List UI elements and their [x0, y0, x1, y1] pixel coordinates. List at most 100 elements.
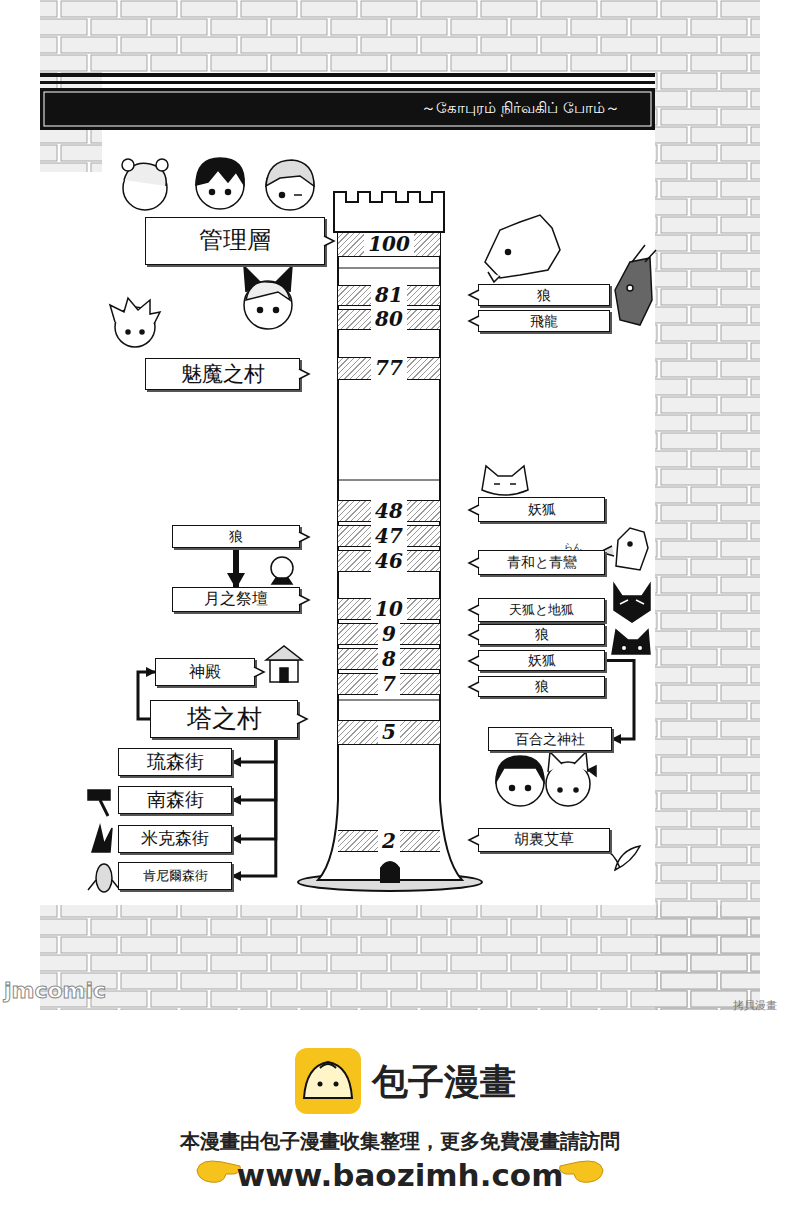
label-bubble: 魅魔之村 [145, 358, 300, 390]
page-label: 本漫畫由包子漫畫收集整理，更多免費漫畫請訪問 [0, 1128, 800, 1155]
bubble-tail [324, 235, 335, 247]
bubble-tail-shape [469, 558, 479, 568]
label-bubble: 青和と青鸞 [478, 550, 605, 575]
label-bubble: 月之祭壇 [172, 587, 300, 612]
bubble-tail [468, 655, 479, 667]
page-label: www.baozimh.com [0, 1157, 800, 1193]
floor-number: 81 [371, 284, 407, 307]
page-label: jmcomic [4, 978, 106, 1003]
label-bubble: 管理層 [145, 217, 325, 265]
label-bubble: 狼 [478, 624, 605, 645]
bubble-text: 南森街 [147, 789, 204, 811]
connector-arrow [232, 738, 276, 800]
bubble-tail-shape [299, 595, 309, 605]
bubble-text: 肯尼爾森街 [143, 869, 208, 884]
bubble-text: 百合之神社 [515, 731, 585, 747]
bubble-text: 胡裏艾草 [514, 831, 574, 848]
label-bubble: 天狐と地狐 [478, 598, 605, 622]
bubble-tail-shape [469, 605, 479, 615]
bubble-tail-shape [469, 316, 479, 326]
connector-arrow [233, 548, 239, 587]
bubble-text: 琉森街 [147, 751, 204, 773]
bubble-tail-shape [469, 290, 479, 300]
label-bubble: 百合之神社 [488, 727, 612, 751]
bubble-text: 狼 [537, 287, 551, 303]
bubble-tail-shape [254, 667, 264, 677]
bubble-tail [468, 834, 479, 846]
bubble-text: 神殿 [189, 663, 221, 681]
bubble-tail-shape [469, 656, 479, 666]
label-bubble: 妖狐 [478, 497, 605, 522]
floor-band: 5 [338, 720, 440, 745]
bubble-text: 管理層 [199, 227, 271, 255]
page-label: 拷貝漫畫 [733, 998, 777, 1013]
label-bubble: 米克森街 [118, 825, 232, 853]
label-bubble: 飛龍 [478, 310, 610, 332]
bubble-tail-shape [299, 369, 309, 379]
floor-number: 8 [378, 648, 400, 671]
floor-number: 9 [378, 623, 400, 646]
bubble-tail-shape [299, 532, 309, 542]
floor-band: 77 [338, 357, 440, 380]
label-bubble: 琉森街 [118, 748, 232, 776]
bubble-text: 塔之村 [187, 705, 262, 734]
bubble-tail [297, 713, 308, 725]
bubble-tail [299, 368, 310, 380]
bubble-tail-shape [469, 505, 479, 515]
bubble-tail [468, 681, 479, 693]
floor-band: 10 [338, 598, 440, 620]
floor-band: 46 [338, 550, 440, 572]
floor-band: 8 [338, 648, 440, 670]
bubble-text: 妖狐 [528, 652, 556, 668]
connector-arrow [232, 738, 276, 762]
label-bubble: 狼 [172, 525, 300, 548]
floor-number: 10 [371, 598, 407, 621]
connector-arrow [232, 738, 276, 839]
bubble-tail [468, 557, 479, 569]
floor-number: 100 [364, 233, 414, 256]
bubble-tail [299, 531, 310, 543]
floor-band: 7 [338, 673, 440, 695]
brick-wall [40, 0, 760, 1010]
bubble-tail [299, 594, 310, 606]
floor-number: 7 [378, 673, 400, 696]
ruby-text: らん [564, 541, 582, 554]
bubble-tail-shape [469, 835, 479, 845]
floor-number: 5 [378, 721, 400, 744]
bubble-text: 米克森街 [141, 829, 209, 849]
floor-band: 100 [338, 232, 440, 257]
bubble-tail [468, 604, 479, 616]
bubble-tail [468, 289, 479, 301]
bubble-tail [254, 666, 265, 678]
label-bubble: 南森街 [118, 786, 232, 814]
tower [298, 192, 482, 891]
label-bubble: 妖狐 [478, 650, 605, 671]
label-bubble: 神殿 [155, 658, 255, 686]
bubble-text: 魅魔之村 [181, 362, 265, 386]
bubble-text: 妖狐 [528, 501, 556, 517]
floor-number: 47 [371, 525, 407, 548]
floor-band: 81 [338, 285, 440, 306]
label-bubble: 肯尼爾森街 [118, 862, 232, 890]
banner-title: ～கோபுரம் நிர்வகிப் போம்～ [421, 99, 620, 119]
bubble-text: 月之祭壇 [204, 590, 268, 608]
floor-number: 46 [371, 550, 407, 573]
label-bubble: 胡裏艾草 [478, 828, 610, 852]
bubble-tail [468, 629, 479, 641]
connector-arrow [232, 738, 276, 876]
floor-band: 2 [338, 830, 440, 852]
floor-number: 48 [371, 500, 407, 523]
label-bubble: 狼 [478, 284, 610, 306]
bubble-tail-shape [324, 236, 334, 246]
bubble-text: 狼 [535, 626, 549, 642]
title-banner [40, 73, 655, 130]
bubble-text: 狼 [535, 678, 549, 694]
label-bubble: 塔之村 [150, 700, 298, 738]
bubble-text: 飛龍 [530, 313, 558, 329]
bubble-text: 狼 [229, 528, 243, 544]
bubble-tail [468, 315, 479, 327]
floor-band: 80 [338, 309, 440, 330]
character-heads [88, 158, 656, 892]
bubble-tail-shape [469, 682, 479, 692]
floor-band: 48 [338, 500, 440, 522]
